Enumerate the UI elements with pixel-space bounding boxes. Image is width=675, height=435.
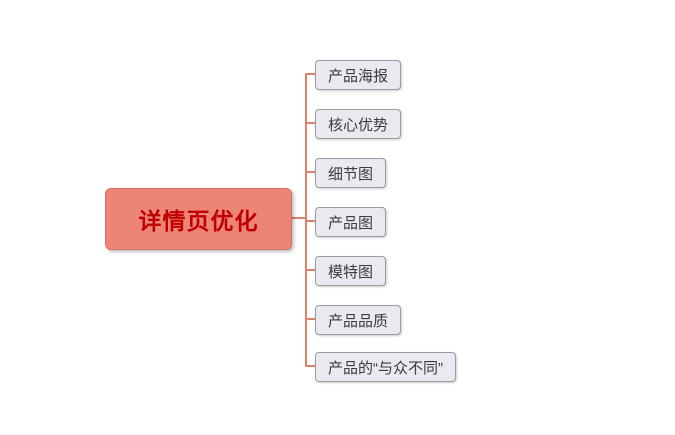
child-node-core-advantage[interactable]: 核心优势 — [315, 109, 402, 139]
child-node-label: 产品图 — [328, 214, 374, 232]
child-node-label: 产品海报 — [328, 67, 389, 85]
child-node-product-uniqueness[interactable]: 产品的“与众不同” — [315, 352, 456, 382]
child-node-product-image[interactable]: 产品图 — [315, 207, 387, 237]
root-node-label: 详情页优化 — [138, 208, 259, 234]
connector-group — [289, 73, 316, 367]
root-node[interactable]: 详情页优化 — [105, 188, 292, 250]
child-node-label: 产品的“与众不同” — [328, 359, 443, 377]
child-node-label: 细节图 — [328, 165, 374, 183]
child-node-product-quality[interactable]: 产品品质 — [315, 305, 402, 335]
child-node-detail-image[interactable]: 细节图 — [315, 158, 387, 188]
child-node-label: 核心优势 — [328, 116, 389, 134]
child-node-model-image[interactable]: 模特图 — [315, 256, 387, 286]
child-node-product-poster[interactable]: 产品海报 — [315, 60, 402, 90]
child-node-label: 产品品质 — [328, 312, 389, 330]
child-node-label: 模特图 — [328, 263, 374, 281]
